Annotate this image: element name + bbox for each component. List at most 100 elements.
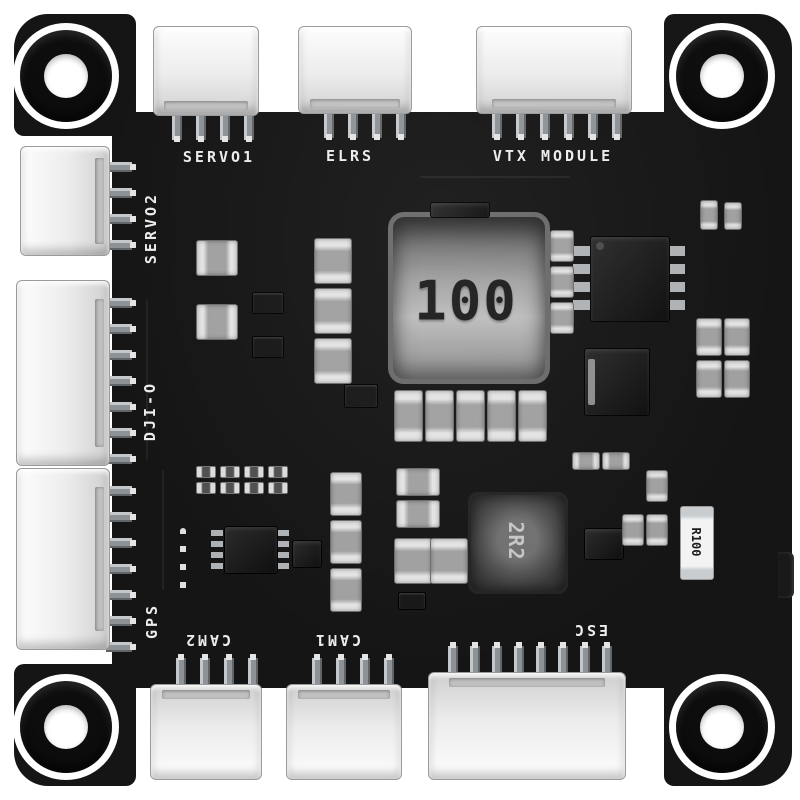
smd-capacitor bbox=[394, 390, 423, 442]
solder-pads-vtx-module bbox=[492, 134, 622, 140]
smd-capacitor bbox=[314, 288, 352, 334]
mounting-hole-bottom-left bbox=[20, 681, 112, 773]
silkscreen-label-dji-o: DJI-O bbox=[141, 380, 159, 442]
connector-slot bbox=[448, 678, 606, 687]
silkscreen-label-cam2: CAM2 bbox=[182, 631, 232, 649]
connector-slot bbox=[310, 99, 400, 108]
smd-capacitor bbox=[330, 520, 362, 564]
smd-capacitor bbox=[696, 360, 722, 398]
connector-dji-o bbox=[16, 280, 110, 466]
smd-capacitor bbox=[572, 452, 600, 470]
smd-resistor bbox=[196, 482, 216, 494]
smd-capacitor bbox=[196, 304, 238, 340]
ic-pin1-dot bbox=[596, 242, 604, 250]
silkscreen-label-cam1: CAM1 bbox=[312, 631, 362, 649]
shunt-r100-marking: R100 bbox=[689, 527, 703, 557]
solder-pads-esc bbox=[448, 642, 612, 648]
inductor-2r2-marking: 2R2 bbox=[504, 521, 528, 561]
copper-trace bbox=[420, 176, 570, 178]
mounting-hole-top-right bbox=[676, 30, 768, 122]
smd-capacitor bbox=[550, 302, 574, 334]
smd-ic bbox=[292, 540, 322, 568]
smd-capacitor bbox=[196, 240, 238, 276]
smd-capacitor bbox=[487, 390, 516, 442]
connector-slot bbox=[95, 299, 104, 447]
boot-button bbox=[778, 552, 794, 598]
copper-trace bbox=[162, 470, 164, 590]
smd-capacitor bbox=[646, 470, 668, 502]
smd-resistor bbox=[220, 482, 240, 494]
sot23-transistor bbox=[398, 592, 426, 610]
smd-capacitor bbox=[724, 202, 742, 230]
silkscreen-label-servo2: SERVO2 bbox=[142, 191, 160, 265]
smd-capacitor bbox=[550, 266, 574, 298]
sot23-transistor bbox=[344, 384, 378, 408]
solder-pads-gps bbox=[130, 486, 136, 652]
connector-pins-dji-o bbox=[106, 298, 132, 464]
silkscreen-label-vtx-module: VTX MODULE bbox=[492, 147, 614, 165]
connector-slot bbox=[162, 690, 250, 699]
solder-pads-servo2 bbox=[130, 162, 136, 250]
connector-pins-elrs bbox=[324, 110, 406, 138]
inductor-100-marking: 100 bbox=[414, 269, 518, 333]
connector-slot bbox=[95, 487, 104, 631]
connector-servo1 bbox=[153, 26, 259, 116]
silkscreen-label-gps: GPS bbox=[143, 602, 161, 640]
connector-slot bbox=[492, 99, 616, 108]
smd-resistor bbox=[268, 466, 288, 478]
ic-pins bbox=[668, 246, 685, 310]
connector-slot bbox=[298, 690, 390, 699]
smd-capacitor bbox=[425, 390, 454, 442]
connector-pins-servo1 bbox=[172, 112, 254, 140]
pcb-right-column bbox=[664, 14, 792, 786]
connector-slot bbox=[95, 157, 104, 245]
connector-pins-cam2 bbox=[176, 658, 258, 686]
smd-capacitor bbox=[396, 468, 440, 496]
ic-pins bbox=[211, 530, 223, 569]
silkscreen-label-servo1: SERVO1 bbox=[182, 148, 256, 166]
solder-pads-elrs bbox=[324, 134, 406, 140]
smd-capacitor bbox=[724, 360, 750, 398]
mounting-hole-bottom-right bbox=[676, 681, 768, 773]
connector-pins-vtx-module bbox=[492, 110, 622, 138]
resistor-array bbox=[196, 466, 288, 494]
smd-resistor bbox=[244, 482, 264, 494]
mosfet bbox=[584, 348, 650, 416]
smd-capacitor bbox=[724, 318, 750, 356]
smd-capacitor bbox=[456, 390, 485, 442]
connector-gps bbox=[16, 468, 110, 650]
connector-pins-gps bbox=[106, 486, 132, 652]
solder-pads-cam1 bbox=[312, 654, 394, 660]
smd-capacitor bbox=[394, 538, 432, 584]
smd-capacitor bbox=[314, 338, 352, 384]
copper-trace bbox=[146, 300, 148, 460]
smd-component bbox=[430, 202, 490, 218]
connector-servo2 bbox=[20, 146, 110, 256]
smd-capacitor bbox=[622, 514, 644, 546]
sot23-transistor bbox=[252, 336, 284, 358]
soic8-ic bbox=[224, 526, 278, 574]
smd-capacitor bbox=[696, 318, 722, 356]
solder-pads-dji-o bbox=[130, 298, 136, 464]
inductor-2r2 bbox=[468, 492, 568, 594]
through-hole-pads bbox=[180, 528, 186, 598]
smd-capacitor bbox=[700, 200, 718, 230]
connector-pins-servo2 bbox=[106, 162, 132, 250]
shunt-resistor-r100 bbox=[680, 506, 714, 580]
connector-esc bbox=[428, 672, 626, 780]
smd-resistor bbox=[244, 466, 264, 478]
smd-capacitor bbox=[330, 568, 362, 612]
smd-capacitor bbox=[518, 390, 547, 442]
connector-pins-esc bbox=[448, 646, 612, 674]
sot23-transistor bbox=[252, 292, 284, 314]
smd-capacitor bbox=[550, 230, 574, 262]
smd-resistor bbox=[220, 466, 240, 478]
smd-ic bbox=[584, 528, 624, 560]
connector-cam1 bbox=[286, 684, 402, 780]
connector-pins-cam1 bbox=[312, 658, 394, 686]
smd-capacitor bbox=[646, 514, 668, 546]
connector-slot bbox=[164, 101, 248, 110]
solder-pads-cam2 bbox=[176, 654, 258, 660]
silkscreen-label-elrs: ELRS bbox=[325, 147, 375, 165]
smd-resistor bbox=[268, 482, 288, 494]
